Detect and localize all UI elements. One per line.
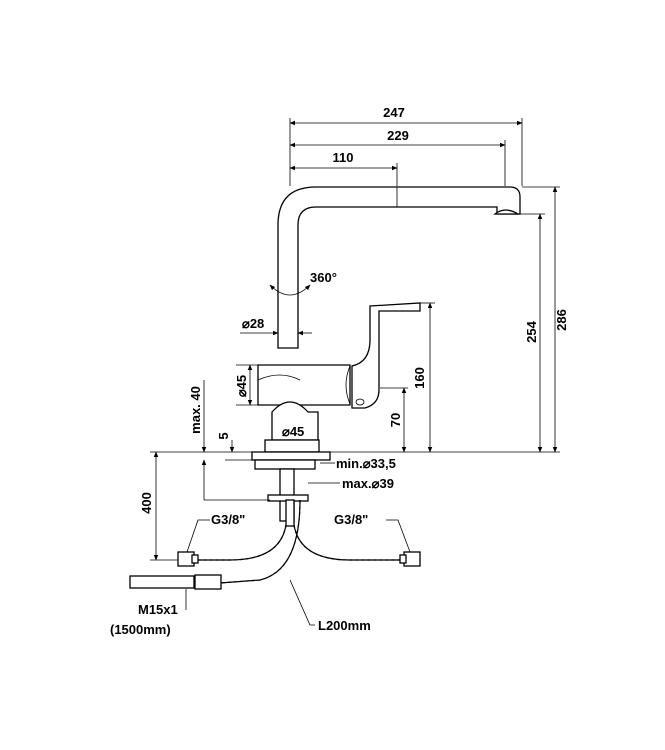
label-g38-right: G3/8" (334, 512, 368, 527)
label-110: 110 (333, 150, 354, 165)
label-5: 5 (216, 432, 231, 439)
label-247: 247 (383, 105, 405, 120)
label-286: 286 (554, 309, 569, 331)
label-max39: max.⌀39 (342, 476, 394, 491)
supply-hoses (129, 499, 421, 590)
label-254: 254 (524, 320, 539, 342)
label-1500: (1500mm) (110, 622, 171, 637)
label-dia45-side: ⌀45 (234, 375, 249, 397)
label-dia45-base: ⌀45 (282, 424, 304, 439)
label-360: 360° (310, 270, 337, 285)
dimension-labels: 247 229 110 286 254 160 70 360° ⌀28 ⌀45 … (110, 105, 569, 637)
label-70: 70 (388, 413, 403, 427)
base (271, 401, 319, 441)
lever-handle (351, 302, 421, 409)
label-400: 400 (139, 492, 154, 514)
label-l200: L200mm (318, 618, 371, 633)
label-max40: max. 40 (188, 386, 203, 434)
dimension-lines (150, 118, 560, 626)
label-229: 229 (387, 128, 409, 143)
mixer-body (257, 364, 351, 406)
rotation-indicator (269, 284, 311, 296)
label-m15: M15x1 (138, 602, 178, 617)
label-g38-left: G3/8" (211, 512, 245, 527)
faucet-body (220, 186, 560, 527)
label-160: 160 (412, 367, 427, 389)
label-dia28: ⌀28 (242, 316, 264, 331)
label-min335: min.⌀33,5 (336, 456, 396, 471)
spout (277, 186, 521, 349)
spout-outlet (493, 209, 521, 215)
